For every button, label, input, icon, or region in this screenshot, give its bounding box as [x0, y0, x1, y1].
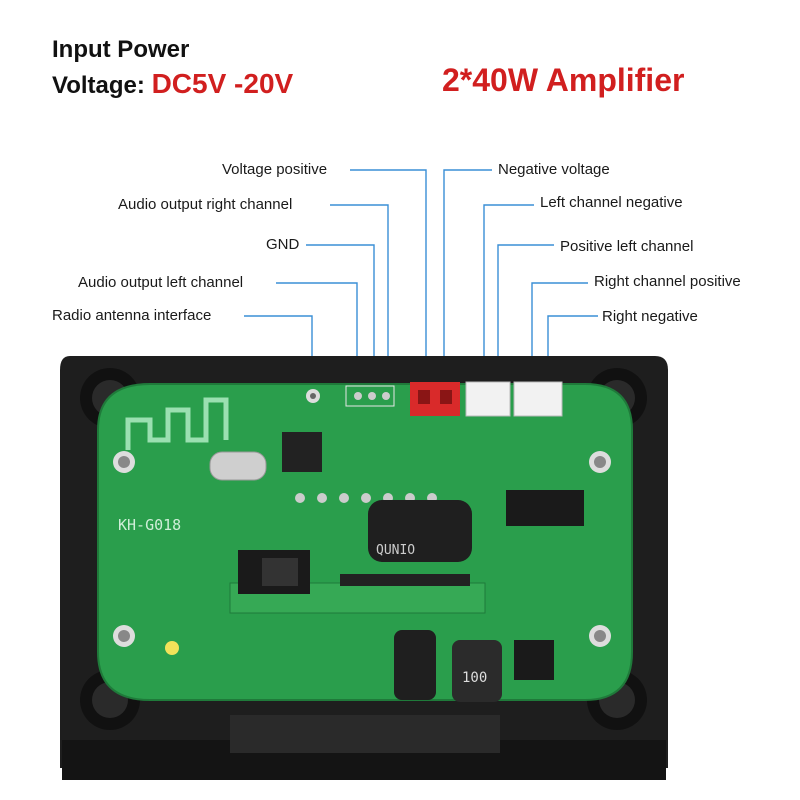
input-power-title: Input Power	[52, 36, 189, 64]
label-negative-voltage: Negative voltage	[498, 161, 610, 178]
label-gnd: GND	[266, 236, 300, 253]
pcb-antenna-trace	[125, 397, 229, 450]
amp-ic-bottom	[514, 640, 554, 680]
inductor	[452, 640, 502, 702]
crystal	[209, 451, 267, 481]
leader-line-left-neg	[483, 204, 534, 380]
label-left-channel-negative: Left channel negative	[540, 194, 683, 211]
amp-ic-top	[506, 490, 584, 526]
right-channel-connector	[513, 381, 563, 417]
leader-line-voltage-positive	[350, 169, 427, 380]
amplifier-title: 2*40W Amplifier	[442, 62, 685, 98]
label-radio-antenna: Radio antenna interface	[52, 307, 212, 324]
capacitor-label: QUNIO	[376, 543, 415, 558]
leader-line-audio-right	[330, 204, 389, 380]
leader-line-audio-left	[276, 282, 358, 380]
leader-line-left-pos	[497, 244, 554, 380]
status-led	[165, 641, 179, 655]
voltage-line: Voltage: DC5V -20V	[52, 68, 293, 100]
leader-line-negative-voltage	[443, 169, 492, 380]
small-capacitor	[394, 630, 436, 700]
pcb: QUNIO 100 KH-G018	[97, 381, 633, 702]
label-voltage-positive: Voltage positive	[222, 161, 328, 178]
bt-chip	[282, 432, 322, 472]
voltage-label: Voltage:	[52, 72, 145, 99]
power-connector-red	[410, 382, 460, 416]
inductor-label: 100	[462, 670, 487, 686]
leader-line-gnd	[306, 244, 375, 380]
left-channel-connector	[465, 381, 511, 417]
label-positive-left-channel: Positive left channel	[560, 238, 694, 255]
label-right-negative: Right negative	[602, 308, 698, 325]
large-capacitor	[368, 500, 472, 562]
label-right-channel-positive: Right channel positive	[594, 273, 741, 290]
voltage-value: DC5V -20V	[151, 68, 294, 99]
input-power-line1: Input Power	[52, 36, 190, 63]
label-audio-output-right: Audio output right channel	[118, 196, 293, 213]
leader-line-right-pos	[531, 282, 588, 380]
board-model-label: KH-G018	[118, 516, 181, 534]
sd-slot	[340, 574, 470, 586]
screw-holes	[113, 451, 611, 647]
label-audio-output-left: Audio output left channel	[78, 274, 244, 291]
